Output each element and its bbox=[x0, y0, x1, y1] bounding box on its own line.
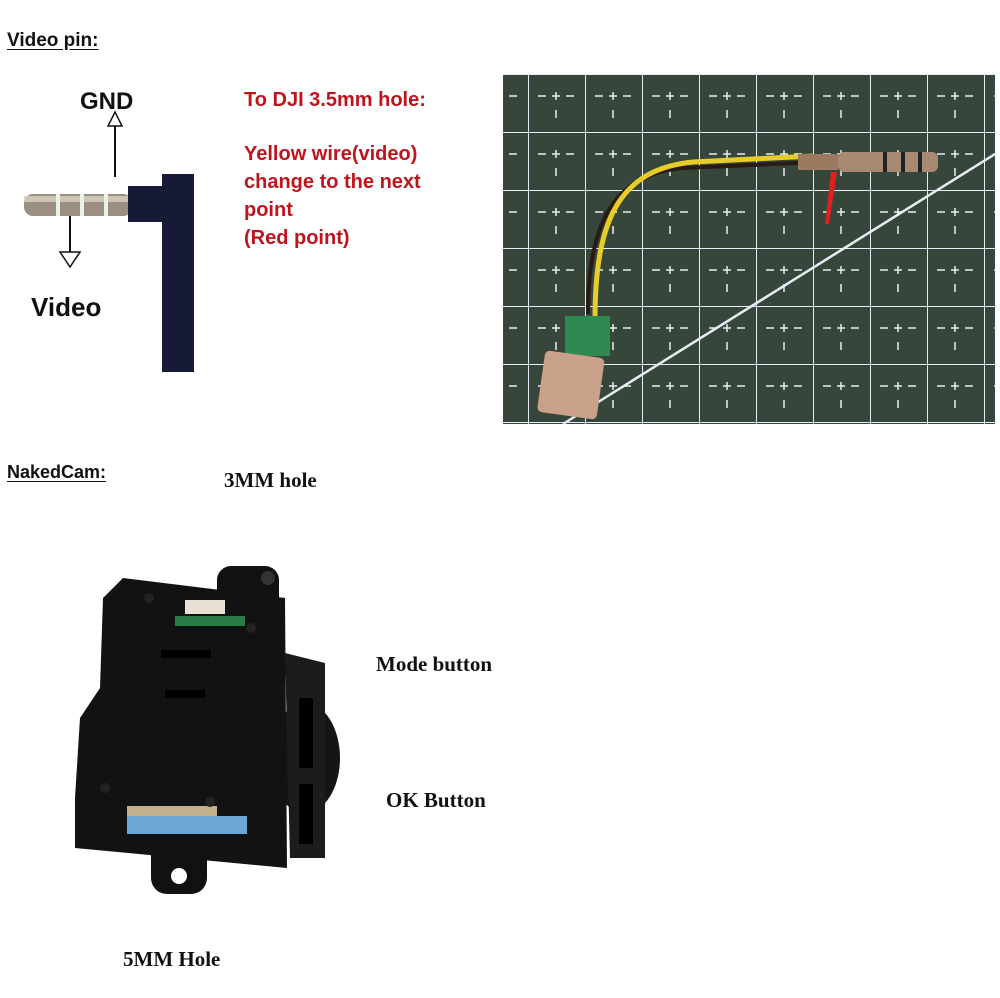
note-line: (Red point) bbox=[244, 227, 350, 249]
note-title: To DJI 3.5mm hole: bbox=[244, 89, 426, 111]
note-line: Yellow wire(video) bbox=[244, 143, 418, 165]
cable-photo bbox=[503, 74, 995, 424]
nakedcam-photo bbox=[65, 558, 355, 898]
jack-diagram: GND Video bbox=[20, 82, 210, 374]
cable-photo-illustration bbox=[503, 74, 995, 424]
dji-note: To DJI 3.5mm hole: Yellow wire(video) ch… bbox=[244, 86, 484, 252]
video-pin-heading: Video pin: bbox=[7, 30, 99, 51]
label-ok-button: OK Button bbox=[386, 788, 486, 812]
label-5mm-hole: 5MM Hole bbox=[123, 947, 221, 971]
note-line: point bbox=[244, 199, 293, 221]
note-line: change to the next bbox=[244, 171, 421, 193]
audio-jack-icon bbox=[24, 110, 194, 374]
video-label: Video bbox=[31, 292, 102, 322]
label-mode-button: Mode button bbox=[376, 652, 493, 676]
nakedcam-heading: NakedCam: bbox=[7, 462, 107, 482]
label-3mm-hole: 3MM hole bbox=[224, 468, 317, 492]
gnd-label: GND bbox=[80, 88, 134, 115]
camera-icon bbox=[75, 566, 340, 894]
